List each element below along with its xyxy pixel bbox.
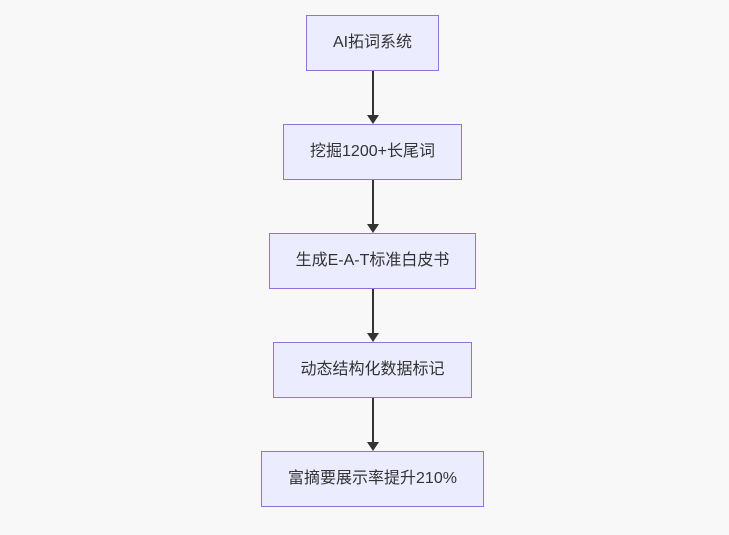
flow-node-label: 富摘要展示率提升210% [288,470,457,487]
flow-node-label: 挖掘1200+长尾词 [310,143,435,160]
flow-node-label: 动态结构化数据标记 [300,361,445,378]
flow-node-rich-snippet-result: 富摘要展示率提升210% [261,451,484,507]
flow-node-ai-word-expansion: AI拓词系统 [305,15,440,71]
edge-line [371,180,374,224]
arrow-down-icon [366,442,379,451]
flow-node-longtail-mining: 挖掘1200+长尾词 [283,124,462,180]
flow-edge-1 [366,71,379,124]
flow-edge-2 [366,180,379,233]
edge-line [371,289,374,333]
arrow-down-icon [366,333,379,342]
flow-node-label: AI拓词系统 [332,34,413,51]
edge-line [371,71,374,115]
flow-node-label: 生成E-A-T标准白皮书 [295,252,450,269]
arrow-down-icon [366,224,379,233]
flow-node-eat-whitepaper: 生成E-A-T标准白皮书 [268,233,477,289]
flow-edge-3 [366,289,379,342]
flow-node-structured-data: 动态结构化数据标记 [273,342,472,398]
flowchart-column: AI拓词系统 挖掘1200+长尾词 生成E-A-T标准白皮书 动态结构化数据标记 [0,15,729,507]
edge-line [371,398,374,442]
flow-edge-4 [366,398,379,451]
arrow-down-icon [366,115,379,124]
